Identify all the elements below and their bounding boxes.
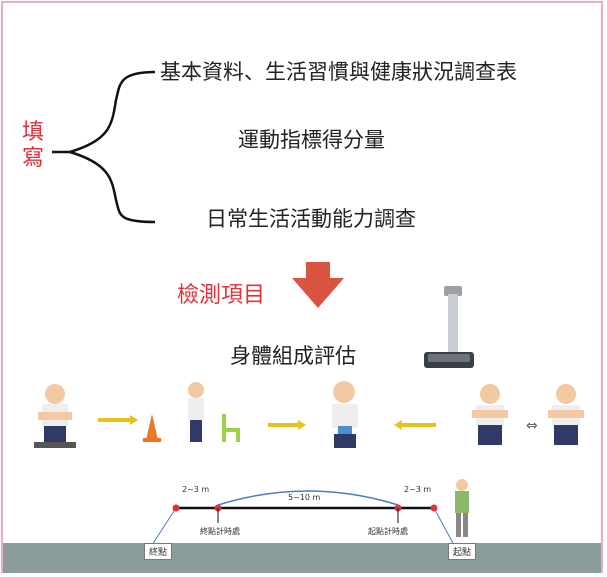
mobility-sequence: ⇔ — [34, 381, 584, 448]
track-diagram — [151, 490, 455, 545]
start-point-box: 起點 — [448, 543, 477, 560]
swap-arrow-icon: ⇔ — [526, 418, 538, 434]
detect-label: 檢測項目 — [177, 283, 266, 308]
item-adl: 日常生活活動能力調查 — [206, 207, 416, 231]
dist-left: 2~3 m — [182, 485, 210, 494]
person-arms-crossed-icon-3 — [548, 384, 584, 445]
track-point-end — [172, 504, 180, 512]
person-arms-crossed-icon-1 — [34, 384, 76, 448]
floor-strip — [3, 543, 601, 573]
person-standing-icon — [332, 381, 358, 448]
chair-icon — [222, 414, 240, 442]
fill-label: 填 寫 — [22, 120, 44, 172]
body-composition-label: 身體組成評估 — [230, 344, 356, 368]
track-arc — [217, 490, 399, 506]
curly-brace — [65, 70, 156, 224]
fill-label-char-1: 填 — [22, 120, 45, 145]
item-survey: 基本資料、生活習慣與健康狀況調查表 — [160, 60, 517, 84]
dist-mid: 5~10 m — [288, 493, 321, 502]
body-composition-scale-icon — [424, 286, 474, 368]
track-point-start — [430, 504, 438, 512]
end-point-box: 終點 — [144, 543, 173, 560]
start-timing-label: 起點計時處 — [368, 527, 408, 536]
person-walking-green-icon — [455, 479, 469, 537]
down-arrow-icon — [292, 262, 344, 308]
end-timing-label: 終點計時處 — [200, 527, 240, 536]
item-exercise: 運動指標得分量 — [238, 128, 385, 152]
fill-label-char-2: 寫 — [22, 146, 45, 171]
person-arms-crossed-icon-2 — [472, 384, 508, 445]
traffic-cone-icon — [146, 414, 158, 440]
dist-right: 2~3 m — [404, 485, 432, 494]
person-walking-icon — [188, 382, 204, 442]
